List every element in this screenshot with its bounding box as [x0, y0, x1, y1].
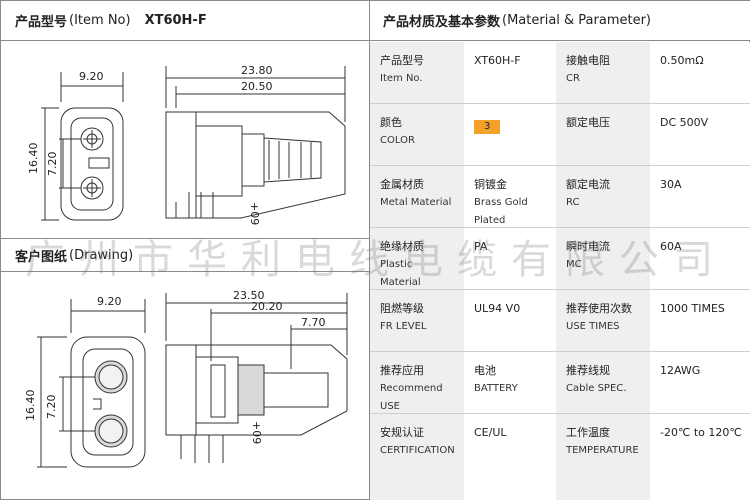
polarity-slot	[88, 157, 110, 169]
table-row: 阻燃等级 FR LEVEL UL94 V0 推荐使用次数 USE TIMES 100…	[370, 290, 750, 352]
top-dim-pitch: 7.20	[46, 152, 59, 177]
row-label-en: Item No.	[380, 73, 423, 84]
top-dim-length: 23.80	[241, 64, 273, 77]
row-label-zh: 推荐线规	[566, 364, 610, 377]
row-value: 12AWG	[660, 364, 701, 377]
bottom-dim-body: 20.20	[251, 300, 283, 313]
material-parameter-header: 产品材质及基本参数 (Material & Parameter)	[369, 1, 750, 41]
column-divider	[369, 1, 370, 500]
bottom-dim-height: 16.40	[24, 390, 37, 422]
row-label-zh: 产品型号	[380, 54, 424, 67]
row-label-en: CR	[566, 73, 580, 84]
bottom-dim-pitch: 7.20	[45, 395, 58, 420]
row-value-zh: 铜镀金	[474, 178, 507, 191]
row-label-en: CERTIFICATION	[380, 445, 455, 456]
drawing-header: 客户图纸 (Drawing)	[1, 238, 369, 272]
row-label-zh: 额定电压	[566, 116, 610, 129]
row-label-en: RC	[566, 197, 580, 208]
top-dim-width: 9.20	[79, 70, 104, 83]
row-value: PA	[474, 240, 488, 253]
row-label-zh: 阻燃等级	[380, 302, 424, 315]
bottom-dim-length: 23.50	[233, 289, 265, 302]
row-label-en: MC	[566, 259, 582, 270]
material-label-en: (Material & Parameter)	[502, 13, 652, 28]
row-label-zh: 接触电阻	[566, 54, 610, 67]
row-value: 1000 TIMES	[660, 302, 725, 315]
material-label-zh: 产品材质及基本参数	[383, 15, 501, 30]
drawing-label-en: (Drawing)	[69, 247, 134, 263]
row-value: UL94 V0	[474, 302, 521, 315]
front-view-inner	[70, 117, 114, 211]
row-label-zh: 瞬时电流	[566, 240, 610, 253]
parameter-table: 产品型号 Item No. XT60H-F 接触电阻 CR 0.50mΩ 颜色 COL…	[370, 42, 750, 500]
row-label-en: FR LEVEL	[380, 321, 427, 332]
row-value: -20℃ to 120℃	[660, 426, 742, 439]
row-label-en: Cable SPEC.	[566, 383, 627, 394]
color-chip: 3	[474, 120, 501, 134]
row-label-en: Plastic Material	[380, 259, 421, 288]
row-value: DC 500V	[660, 116, 709, 129]
table-row: 产品型号 Item No. XT60H-F 接触电阻 CR 0.50mΩ	[370, 42, 750, 104]
row-label-en: Metal Material	[380, 197, 452, 208]
row-value: BATTERY	[474, 383, 518, 394]
bottom-polarity-mark: +09	[250, 421, 263, 444]
row-label-zh: 绝缘材质	[380, 240, 424, 253]
top-dim-height: 16.40	[27, 143, 40, 175]
bottom-dim-width: 9.20	[97, 295, 122, 308]
row-label-en: USE TIMES	[566, 321, 620, 332]
product-model-label-zh: 产品型号	[15, 15, 68, 30]
top-dim-body: 20.50	[241, 80, 273, 93]
bottom-dim-pin: 7.70	[301, 316, 326, 329]
side-view-pin	[263, 137, 322, 183]
row-value: CE/UL	[474, 426, 507, 439]
product-model-header: 产品型号 (Item No) XT60H-F	[1, 1, 369, 41]
product-model-value: XT60H-F	[144, 13, 207, 28]
table-row: 绝缘材质 Plastic Material PA 瞬时电流 MC 60A	[370, 228, 750, 290]
row-label-zh: 额定电流	[566, 178, 610, 191]
row-label-zh: 工作温度	[566, 426, 610, 439]
row-label-zh: 安规认证	[380, 426, 424, 439]
front-view-outline	[60, 107, 124, 221]
row-value: 30A	[660, 178, 682, 191]
row-value-zh: 电池	[474, 364, 496, 377]
top-drawing: 9.20 16.40 7.20 23.80 20.50 +09	[1, 42, 369, 238]
row-value: 60A	[660, 240, 682, 253]
front-view-outline-bottom	[70, 336, 146, 468]
bottom-drawing: 9.20 16.40 7.20 23.50 20.20 7.70 +09	[1, 273, 369, 499]
row-label-zh: 颜色	[380, 116, 402, 129]
table-row: 推荐应用 Recommend USE 电池 BATTERY 推荐线规 Cable SP…	[370, 352, 750, 414]
row-value: XT60H-F	[474, 54, 521, 67]
top-drawing-svg: 9.20 16.40 7.20 23.80 20.50 +09	[27, 64, 346, 225]
row-value: 0.50mΩ	[660, 54, 704, 67]
drawing-label-zh: 客户图纸	[15, 249, 68, 265]
row-label-en: COLOR	[380, 135, 415, 146]
row-label-en: Recommend USE	[380, 383, 443, 412]
bottom-drawing-svg: 9.20 16.40 7.20 23.50 20.20 7.70 +09	[24, 289, 348, 468]
row-label-en: TEMPERATURE	[566, 445, 639, 456]
row-value: Brass Gold Plated	[474, 197, 528, 226]
row-label-zh: 推荐应用	[380, 364, 424, 377]
row-label-zh: 推荐使用次数	[566, 302, 632, 315]
table-row: 颜色 COLOR 3 额定电压 DC 500V	[370, 104, 750, 166]
top-polarity-mark: +09	[248, 202, 261, 225]
row-label-zh: 金属材质	[380, 178, 424, 191]
product-model-label-en: (Item No)	[69, 13, 131, 28]
